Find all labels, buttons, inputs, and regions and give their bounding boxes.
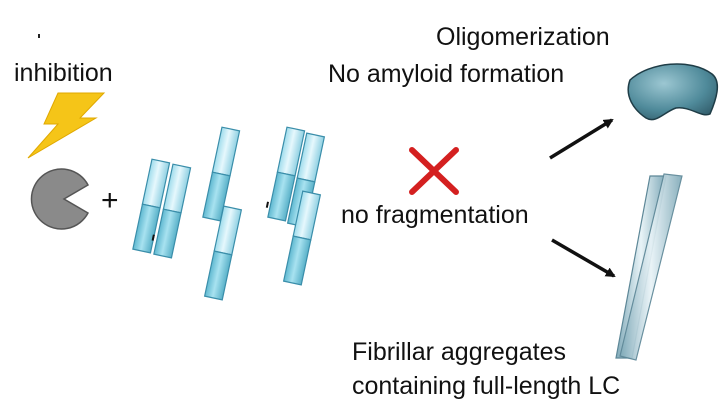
light-chain-rod <box>265 126 306 222</box>
no-fragmentation-label: no fragmentation <box>341 201 529 229</box>
lightning-bolt-icon <box>27 92 106 159</box>
fibrillar-label-line2: containing full-length LC <box>352 372 621 400</box>
arrow-to-oligomer <box>549 118 614 160</box>
light-chain-rod <box>203 205 243 301</box>
twisted-fibril-icon <box>615 173 683 361</box>
light-chain-rod <box>282 190 322 286</box>
fibrillar-label-line1: Fibrillar aggregates <box>352 338 566 366</box>
no-amyloid-label: No amyloid formation <box>328 60 565 88</box>
light-chain-rod <box>202 126 241 222</box>
light-chain-rod <box>151 163 192 259</box>
inhibition-label: inhibition <box>14 59 113 87</box>
tick-mark <box>38 34 40 38</box>
light-chain-rod-group <box>132 126 326 301</box>
oligomerization-label: Oligomerization <box>436 23 610 51</box>
light-chain-rod <box>132 158 171 254</box>
red-cross-icon <box>409 147 459 195</box>
oligomer-blob-icon <box>627 63 719 121</box>
arrow-to-fibril <box>551 238 616 278</box>
pacman-protease-icon <box>30 168 90 230</box>
plus-sign: + <box>101 184 119 217</box>
